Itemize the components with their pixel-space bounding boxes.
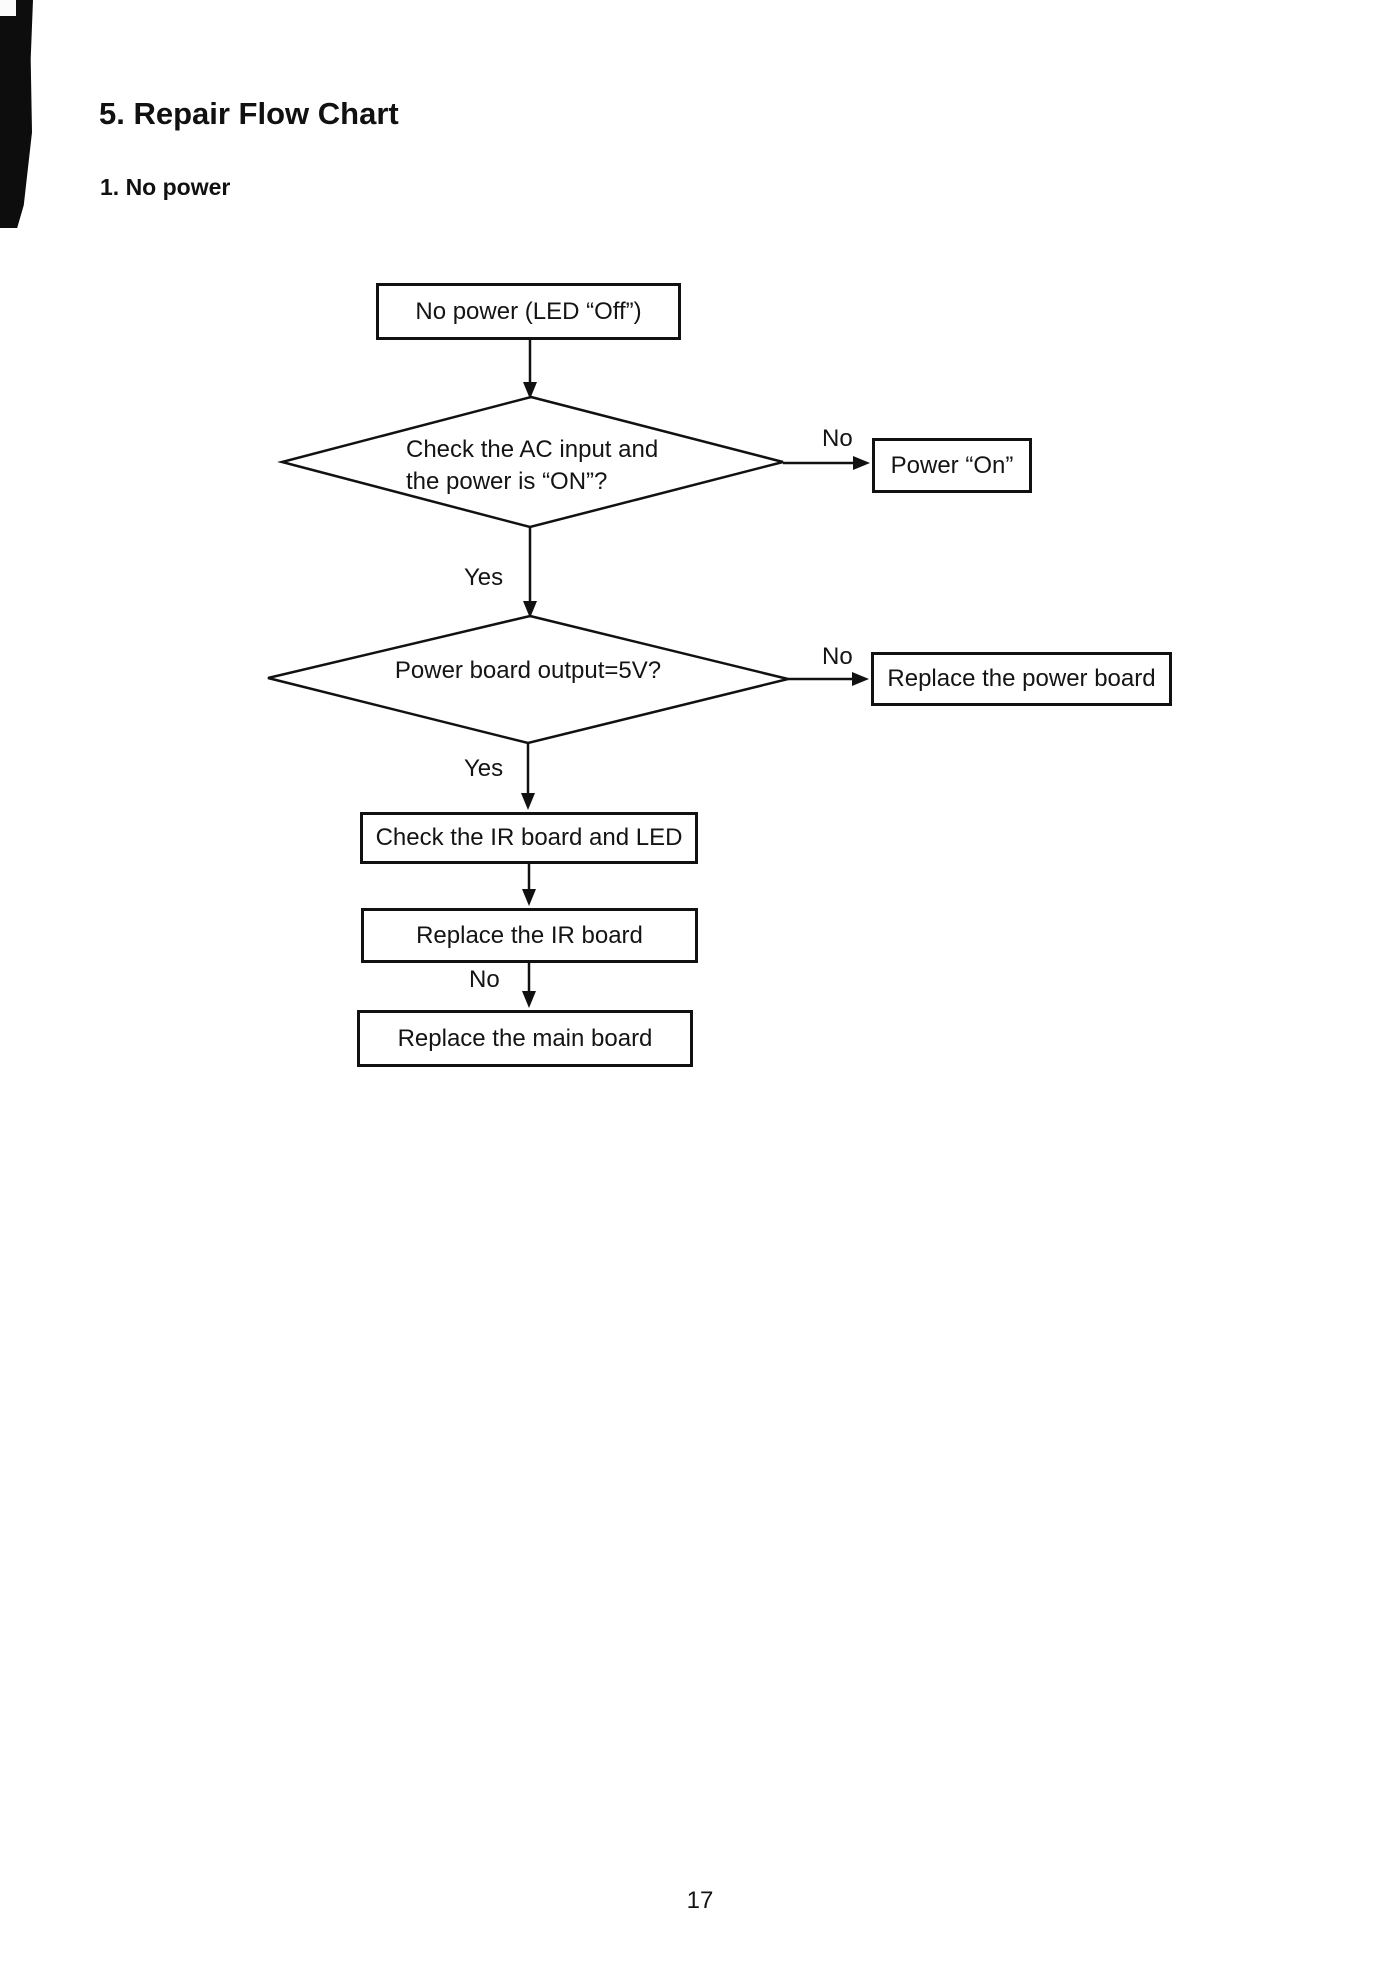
node-replace-ir-board: Replace the IR board <box>361 908 698 963</box>
node-start: No power (LED “Off”) <box>376 283 681 340</box>
label-decision2-yes: Yes <box>464 755 504 782</box>
node-replace-power-board: Replace the power board <box>871 652 1172 706</box>
decision2-text: Power board output=5V? <box>394 657 662 684</box>
node-power-on: Power “On” <box>872 438 1032 493</box>
scan-artifact-notch <box>0 0 16 16</box>
arrowhead-to-replace-power <box>852 672 869 686</box>
node-replace-main-board: Replace the main board <box>357 1010 693 1067</box>
page-title: 5. Repair Flow Chart <box>99 96 399 131</box>
arrowhead-to-decision2 <box>523 601 537 618</box>
arrowhead-to-power-on <box>853 456 870 470</box>
decision1-text-line1: Check the AC input and <box>406 436 659 463</box>
arrowhead-to-check-ir <box>521 793 535 810</box>
node-check-ir-board: Check the IR board and LED <box>360 812 698 864</box>
label-decision1-yes: Yes <box>464 564 504 591</box>
decision1-text: Check the AC input and the power is “ON”… <box>406 434 658 498</box>
page-number: 17 <box>686 1887 714 1914</box>
section-heading: 1. No power <box>100 174 231 200</box>
arrowhead-to-replace-main <box>522 991 536 1008</box>
arrowhead-to-decision1 <box>523 382 537 399</box>
label-replace-ir-no: No <box>469 966 500 993</box>
decision1-text-line2: the power is “ON”? <box>406 468 608 495</box>
label-decision2-no: No <box>822 643 853 670</box>
label-decision1-no: No <box>822 425 853 452</box>
arrowhead-to-replace-ir <box>522 889 536 906</box>
